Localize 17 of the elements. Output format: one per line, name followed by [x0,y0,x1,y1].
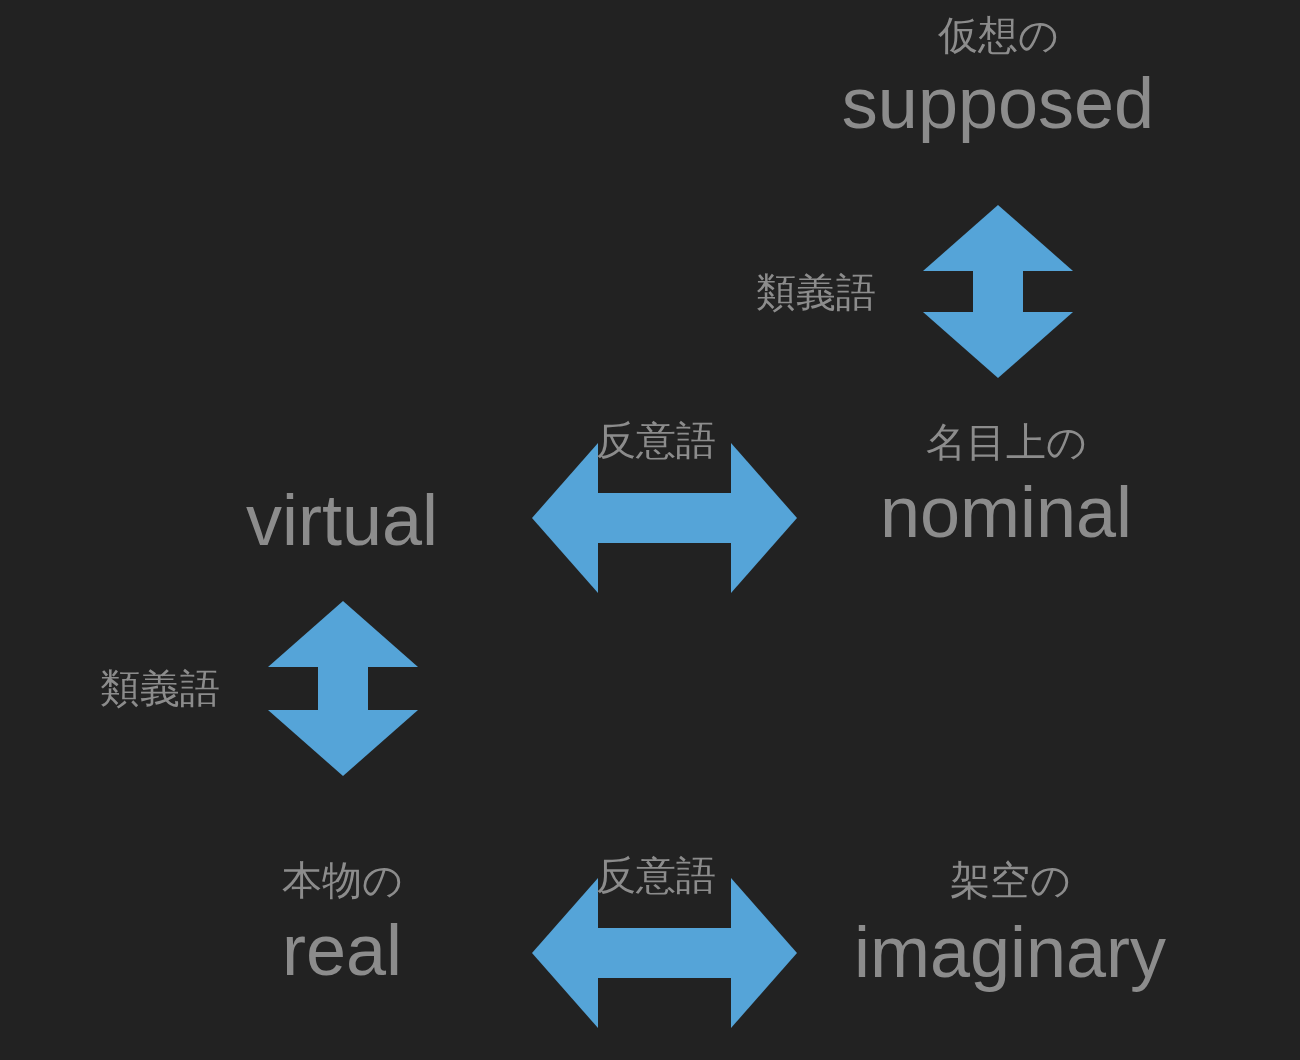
double-arrow [923,205,1073,378]
double-arrow [268,601,418,776]
japanese-word: 仮想の [937,12,1059,59]
edge-label: 反意語 [596,852,716,899]
english-word: imaginary [853,911,1167,994]
japanese-word: 本物の [281,857,403,904]
english-word: supposed [841,62,1155,145]
double-arrow [532,878,797,1028]
japanese-word: 架空の [949,857,1071,904]
edge-label: 類義語 [100,665,220,712]
english-word: virtual [245,478,439,562]
english-word: nominal [879,471,1133,554]
english-word: real [281,909,403,992]
double-arrow [532,443,797,593]
edge-label: 類義語 [756,269,876,316]
edge-label: 反意語 [596,417,716,464]
japanese-word: 名目上の [925,419,1087,466]
